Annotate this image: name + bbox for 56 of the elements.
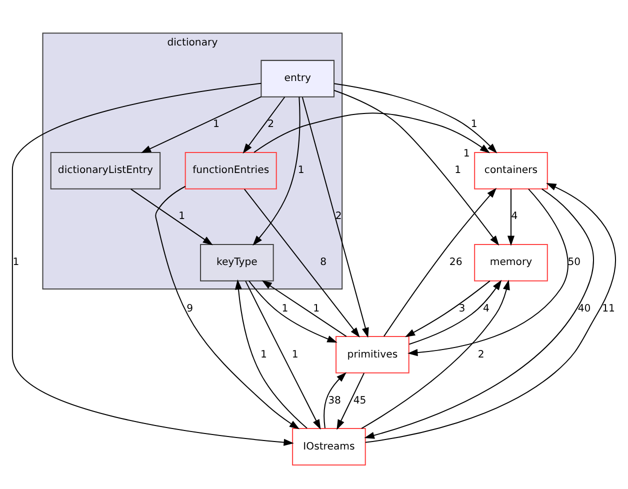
- arrow: [262, 280, 347, 336]
- arrow: [242, 96, 286, 154]
- edge-label: 1: [463, 148, 470, 160]
- node-box: keyType: [200, 244, 274, 281]
- edge-label: 4: [482, 302, 490, 314]
- edge-label: 1: [470, 118, 478, 130]
- arrow: [254, 112, 490, 153]
- arrow: [507, 188, 515, 246]
- edge-label: 1: [212, 118, 220, 130]
- arrow: [155, 185, 300, 429]
- edge-label: 9: [186, 302, 194, 314]
- edge-label: 26: [449, 256, 462, 268]
- node-box: functionEntries: [184, 151, 277, 189]
- arrow: [384, 187, 497, 336]
- edge-label: 1: [178, 210, 186, 222]
- arrow: [130, 188, 213, 245]
- arrow: [244, 188, 360, 338]
- arrow: [302, 96, 369, 338]
- edge-label: 1: [282, 302, 288, 314]
- node-box: dictionaryListEntry: [50, 151, 161, 189]
- arrow: [140, 96, 262, 153]
- edge-label: 1: [313, 302, 320, 314]
- edge-label: 1: [292, 348, 298, 360]
- edge-label: 45: [353, 394, 366, 406]
- edge-label: 4: [511, 210, 518, 222]
- edge-label: 38: [328, 394, 341, 406]
- arrow: [324, 372, 346, 428]
- edge-label: 40: [578, 302, 591, 314]
- arrow: [336, 372, 365, 430]
- edge-label: 1: [12, 256, 20, 268]
- node-box: IOstreams: [292, 428, 366, 465]
- edge-label: 3: [458, 302, 466, 314]
- edge-label: 1: [260, 348, 267, 360]
- edge-label: 11: [602, 302, 616, 314]
- node-box: primitives: [336, 336, 410, 373]
- arrow: [234, 278, 308, 428]
- arrow: [361, 279, 510, 428]
- edge-label: 8: [320, 256, 327, 268]
- arrow: [12, 82, 294, 446]
- edge-label: 2: [268, 118, 274, 130]
- arrow: [252, 96, 300, 246]
- edge-label: 1: [454, 164, 462, 176]
- edge-label: 50: [568, 256, 581, 268]
- node-box: memory: [474, 244, 548, 281]
- edge-label: 1: [298, 164, 304, 176]
- arrow: [334, 82, 498, 153]
- arrow: [245, 280, 321, 430]
- node-box: entry: [260, 59, 335, 97]
- arrow: [408, 188, 568, 356]
- arrow: [334, 89, 500, 246]
- edge-label: 2: [335, 210, 342, 222]
- node-box: containers: [474, 151, 548, 189]
- arrow: [404, 280, 490, 337]
- arrow: [409, 279, 502, 344]
- arrow: [248, 280, 338, 342]
- edge-label: 2: [478, 348, 484, 360]
